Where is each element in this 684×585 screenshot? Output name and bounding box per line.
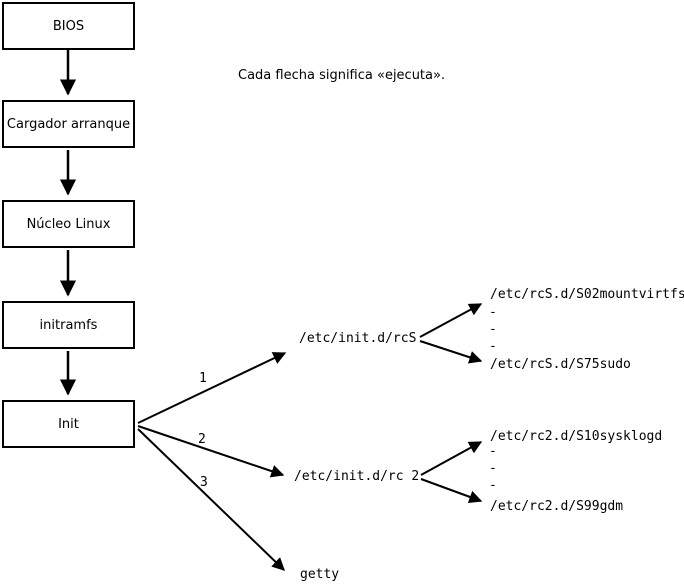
arrow-label-2: 2 bbox=[198, 432, 206, 447]
node-init-d-rc2: /etc/init.d/rc 2 bbox=[294, 469, 420, 484]
arrow-init-to-getty bbox=[137, 428, 285, 571]
box-initramfs-label: initramfs bbox=[39, 317, 98, 333]
node-getty: getty bbox=[300, 567, 340, 582]
rcS-ellipsis-dash: - bbox=[489, 339, 497, 354]
arrow-rcS-to-first-script bbox=[419, 303, 483, 338]
node-init-d-rcS: /etc/init.d/rcS bbox=[299, 331, 417, 346]
arrow-init-to-rc2 bbox=[137, 425, 285, 478]
arrow-rc2-to-last-script bbox=[420, 478, 483, 504]
arrow-label-3: 3 bbox=[200, 475, 208, 490]
box-bootloader: Cargador arranque bbox=[2, 100, 135, 148]
script-rcS-last: /etc/rcS.d/S75sudo bbox=[490, 357, 631, 372]
box-init: Init bbox=[2, 400, 135, 448]
arrow-init-to-rcS bbox=[137, 352, 287, 424]
box-initramfs: initramfs bbox=[2, 301, 135, 349]
script-rc2-last: /etc/rc2.d/S99gdm bbox=[490, 499, 624, 514]
rc2-ellipsis-dash: - bbox=[489, 461, 497, 476]
script-rcS-first: /etc/rcS.d/S02mountvirtfs bbox=[490, 287, 684, 302]
box-kernel-label: Núcleo Linux bbox=[26, 216, 111, 232]
box-kernel: Núcleo Linux bbox=[2, 200, 135, 248]
arrow-rc2-to-first-script bbox=[420, 441, 483, 476]
script-rc2-first: /etc/rc2.d/S10sysklogd bbox=[490, 429, 663, 444]
arrow-rcS-to-last-script bbox=[419, 340, 483, 364]
box-bios-label: BIOS bbox=[52, 18, 85, 34]
rcS-ellipsis-dash: - bbox=[489, 322, 497, 337]
caption-note: Cada flecha significa «ejecuta». bbox=[238, 68, 446, 83]
rcS-ellipsis-dash: - bbox=[489, 305, 497, 320]
rc2-ellipsis-dash: - bbox=[489, 444, 497, 459]
box-bios: BIOS bbox=[2, 2, 135, 50]
arrow-label-1: 1 bbox=[199, 371, 207, 386]
box-init-label: Init bbox=[58, 416, 79, 432]
rc2-ellipsis-dash: - bbox=[489, 478, 497, 493]
box-bootloader-label: Cargador arranque bbox=[6, 116, 131, 132]
